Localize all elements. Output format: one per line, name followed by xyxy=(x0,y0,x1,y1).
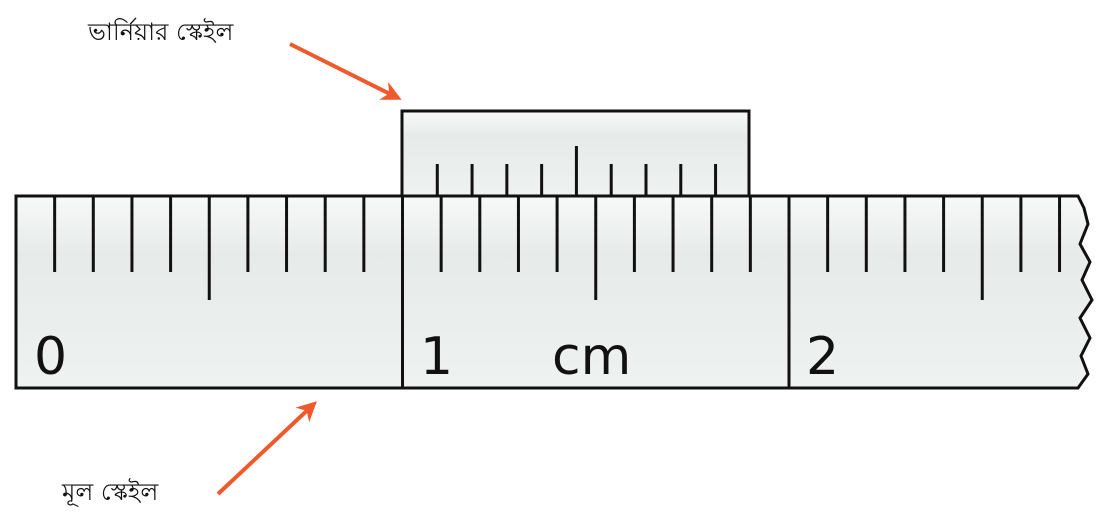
main-scale-body xyxy=(14,194,1094,390)
vernier-scale-arrow-icon xyxy=(289,42,402,100)
main-scale-unit: cm xyxy=(552,327,631,387)
vernier-ticks xyxy=(435,146,718,196)
main-scale: 0 1 cm 2 xyxy=(14,194,1094,390)
main-scale-number-2: 2 xyxy=(806,327,839,387)
main-scale-callout: মূল স্কেইল xyxy=(61,401,317,506)
main-scale-arrow-icon xyxy=(216,401,317,496)
main-scale-number-1: 1 xyxy=(420,327,453,387)
main-scale-number-0: 0 xyxy=(34,327,67,387)
main-scale-ticks xyxy=(53,196,1062,300)
vernier-scale xyxy=(400,109,751,199)
vernier-scale-label: ভার্নিয়ার স্কেইল xyxy=(87,17,234,46)
main-scale-label: মূল স্কেইল xyxy=(61,478,159,506)
vernier-scale-callout: ভার্নিয়ার স্কেইল xyxy=(87,17,402,100)
cm-divider-lines xyxy=(401,196,791,388)
